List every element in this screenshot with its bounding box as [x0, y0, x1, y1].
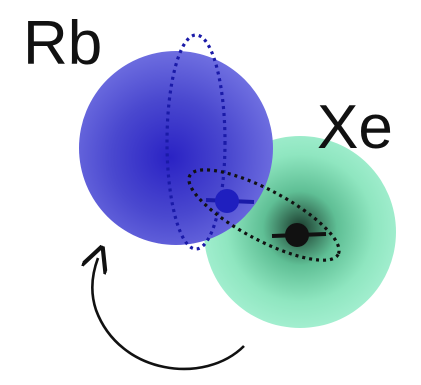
rb-orbital-vertical — [165, 33, 227, 251]
rb-core — [215, 189, 239, 213]
curved-rotation-arrow-icon — [92, 258, 245, 371]
xe-core — [285, 223, 309, 247]
xe-label: Xe — [317, 93, 393, 162]
rb-label: Rb — [23, 9, 102, 78]
shared-orbital-ellipse — [187, 168, 341, 262]
